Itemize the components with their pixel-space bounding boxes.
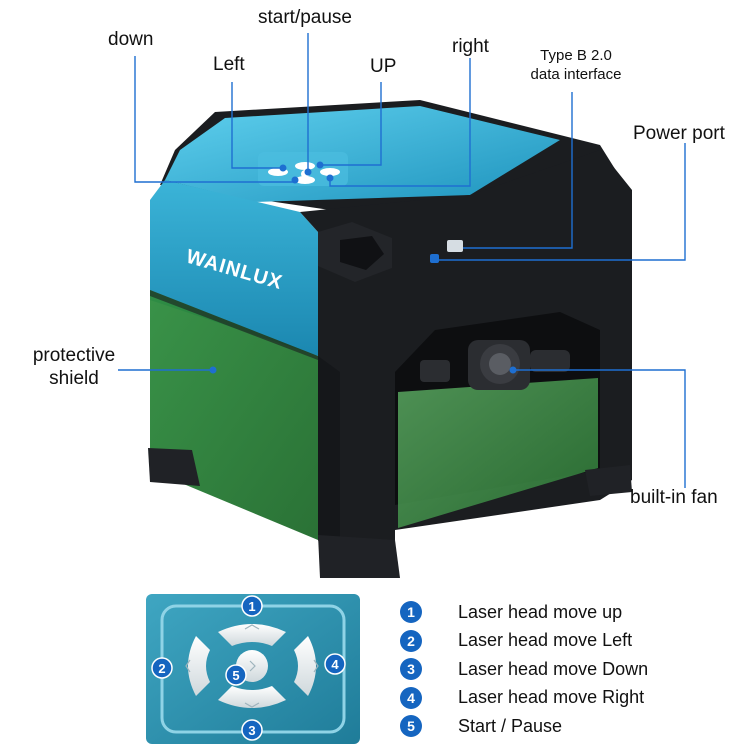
legend-text: Start / Pause [458, 715, 563, 736]
legend-text: Laser head move up [458, 601, 623, 622]
keypad-badge-2: 2 [158, 661, 165, 676]
label-protective-shield: protective shield [26, 346, 122, 388]
foot-back-right [585, 465, 632, 496]
keypad-left-button [188, 636, 210, 696]
keypad-right-button [294, 636, 316, 696]
label-up: UP [370, 56, 397, 77]
label-shield-line1: protective [32, 345, 116, 366]
keypad-diagram: 1 2 3 4 5 [146, 594, 360, 744]
legend-badge: 4 [400, 686, 422, 709]
label-shield-line2: shield [49, 368, 99, 389]
legend-badge: 2 [400, 629, 422, 652]
top-keypad [258, 152, 348, 186]
keypad-badges: 1 2 3 4 5 [151, 595, 346, 741]
keypad-down-button [218, 686, 286, 708]
legend-item: 4 Laser head move Right [400, 684, 730, 713]
keypad-up-button [218, 624, 286, 646]
legend-badge: 1 [400, 601, 422, 624]
label-right: right [452, 36, 489, 57]
legend-item: 2 Laser head move Left [400, 627, 730, 656]
laser-engraver-machine: WAINLUX [148, 100, 632, 578]
legend-item: 1 Laser head move up [400, 598, 730, 627]
foot-front-right [318, 535, 400, 578]
legend-text: Laser head move Down [458, 658, 649, 679]
legend-text: Laser head move Left [458, 630, 633, 651]
legend-item: 5 Start / Pause [400, 712, 730, 741]
label-usb-type-b: Type B 2.0 data interface [520, 48, 632, 82]
label-usb-line2: data interface [530, 66, 622, 83]
legend-badge: 5 [400, 715, 422, 738]
callout-lines [118, 33, 686, 488]
label-built-in-fan: built-in fan [630, 487, 718, 508]
keypad-badge-3: 3 [248, 723, 255, 738]
power-port [430, 254, 439, 263]
label-usb-line1: Type B 2.0 [540, 47, 612, 64]
legend-badge: 3 [400, 658, 422, 681]
label-down: down [108, 29, 154, 50]
legend-item: 3 Laser head move Down [400, 655, 730, 684]
keypad-badge-5: 5 [232, 668, 239, 683]
label-start-pause: start/pause [258, 7, 352, 28]
protective-shield-right [398, 378, 598, 528]
button-legend: 1 Laser head move up 2 Laser head move L… [400, 598, 730, 741]
keypad-badge-1: 1 [248, 599, 255, 614]
keypad-badge-4: 4 [331, 657, 339, 672]
label-power-port: Power port [633, 123, 725, 144]
laser-head [420, 340, 570, 390]
label-left: Left [213, 54, 245, 75]
foot-front-left [148, 448, 200, 486]
legend-text: Laser head move Right [458, 687, 645, 708]
usb-port [447, 240, 463, 252]
